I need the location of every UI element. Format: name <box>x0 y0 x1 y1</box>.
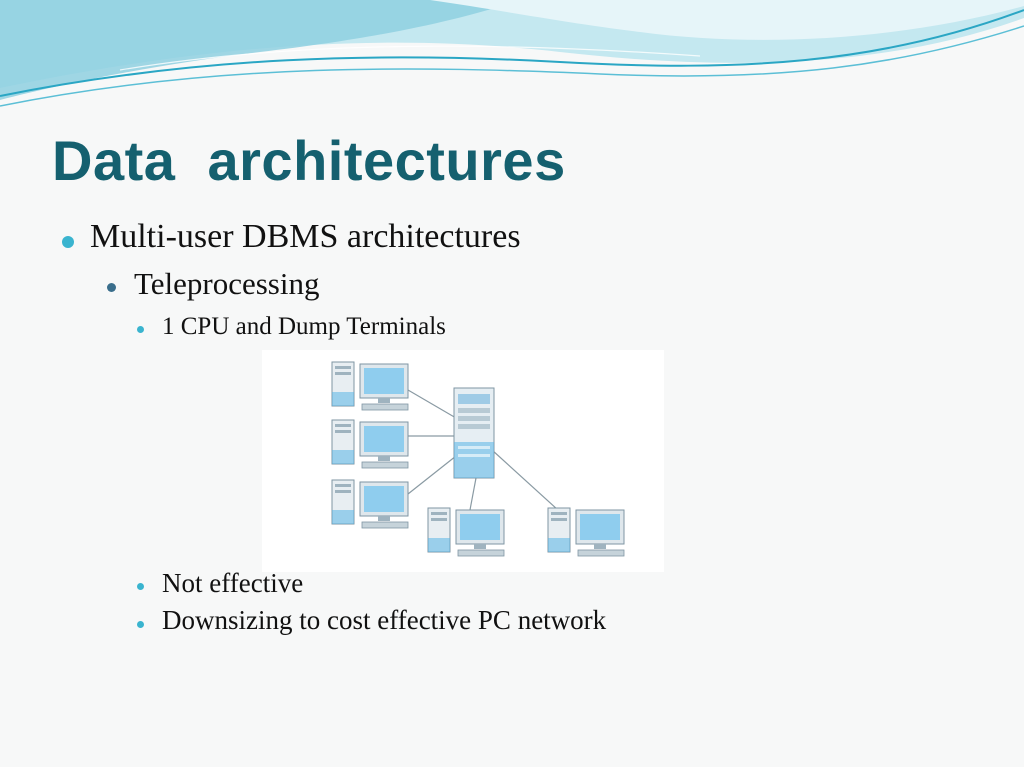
bullet-not-effective: Not effective <box>162 568 304 598</box>
header-wave-decoration <box>0 0 1024 107</box>
workstation-icon <box>331 361 409 411</box>
bullet-dot-icon <box>137 583 144 590</box>
slide-title: Data architectures <box>52 129 566 192</box>
bullet-downsizing: Downsizing to cost effective PC network <box>162 605 607 635</box>
workstation-icon <box>547 507 625 557</box>
bullet-dot-icon <box>137 326 144 333</box>
bullet-cpu-terminals: 1 CPU and Dump Terminals <box>162 313 446 340</box>
workstation-icon <box>331 419 409 469</box>
bullet-teleprocessing: Teleprocessing <box>134 266 320 301</box>
workstation-icon <box>427 507 505 557</box>
bullet-dot-icon <box>137 621 144 628</box>
server-tower-icon <box>453 387 495 479</box>
bullet-dot-icon <box>62 236 74 248</box>
bullet-multi-user: Multi-user DBMS architectures <box>90 218 521 255</box>
bullet-dot-icon <box>107 283 116 292</box>
workstation-icon <box>331 479 409 529</box>
teleprocessing-diagram <box>262 350 664 572</box>
